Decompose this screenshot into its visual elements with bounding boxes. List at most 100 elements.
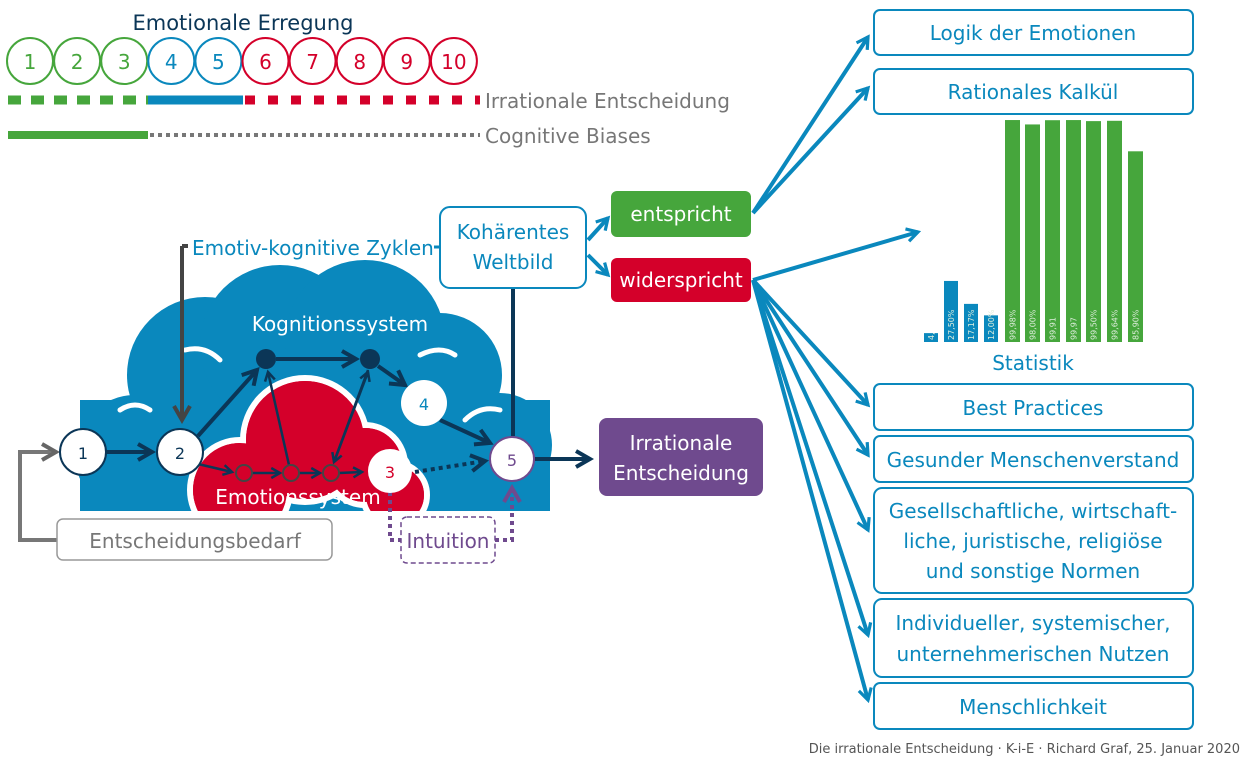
svg-text:1: 1: [24, 50, 37, 74]
svg-text:5: 5: [212, 50, 225, 74]
rational-box: [873, 68, 1194, 115]
cognition-node: [360, 349, 380, 369]
svg-text:3: 3: [385, 463, 395, 482]
fan-arrows: [751, 34, 922, 704]
norms-label: liche, juristische, religiöse: [903, 529, 1162, 553]
statistics-chart: 4, 27,50% 17,17% 12,00% 99,98% 98,00% 99,91 99,…: [924, 120, 1143, 343]
svg-text:1: 1: [78, 444, 88, 463]
benefit-label: Individueller, systemischer,: [895, 611, 1170, 635]
svg-text:7: 7: [306, 50, 319, 74]
svg-text:2: 2: [175, 444, 185, 463]
level-7: 7: [288, 37, 337, 85]
level-5: 5: [194, 37, 243, 85]
node-4: 4: [401, 380, 447, 426]
cycles-label: Emotiv-kognitive Zyklen: [192, 236, 434, 260]
level-9: 9: [382, 37, 431, 85]
bar: [964, 303, 978, 342]
bar: [1066, 120, 1081, 343]
norms-label: und sonstige Normen: [926, 559, 1140, 583]
level-2: 2: [53, 37, 102, 85]
bar-label: 99,98%: [1009, 309, 1018, 340]
node-3: 3: [368, 449, 412, 493]
bar-label: 99,50%: [1090, 309, 1099, 340]
bar-label: 99,64%: [1111, 309, 1120, 340]
svg-text:6: 6: [259, 50, 272, 74]
logic-box: [873, 9, 1194, 56]
level-1: 1: [6, 37, 54, 85]
statistics-label: Statistik: [992, 351, 1074, 375]
bar: [1045, 120, 1060, 342]
level-8: 8: [335, 37, 384, 85]
bar-label: 99,97: [1070, 317, 1079, 340]
need-label: Entscheidungsbedarf: [89, 529, 301, 553]
svg-text:4: 4: [165, 50, 178, 74]
bar-label: 27,50%: [947, 309, 956, 340]
norms-label: Gesellschaftliche, wirtschaft-: [889, 499, 1177, 523]
norms-box: [873, 487, 1194, 594]
bar-label: 17,17%: [967, 309, 976, 340]
rational-label: Rationales Kalkül: [948, 80, 1119, 104]
level-3: 3: [100, 37, 149, 85]
flow-arrows: [106, 289, 595, 469]
bar: [1086, 121, 1101, 342]
bar: [1005, 120, 1020, 342]
arousal-levels: 1 2 3 4 5 6 7 8 9 10: [6, 37, 478, 85]
contradicts-label: widerspricht: [619, 268, 743, 292]
level-6: 6: [241, 37, 290, 85]
level-10: 10: [429, 37, 478, 85]
svg-text:10: 10: [441, 50, 466, 74]
common-sense-label: Gesunder Menschenverstand: [887, 448, 1180, 472]
cognition-label: Kognitionssystem: [252, 312, 428, 336]
footer: Die irrationale Entscheidung · K-i-E · R…: [809, 742, 1240, 757]
humanity-box: [873, 682, 1194, 730]
bar-label: 4,: [927, 332, 936, 340]
bar-label: 98,00%: [1029, 309, 1038, 340]
contradicts-box: [611, 258, 751, 302]
common-sense-box: [873, 435, 1194, 483]
bar: [1025, 124, 1040, 342]
emotion-nodes: [235, 464, 340, 482]
worldview-label: Weltbild: [473, 250, 554, 274]
benefit-box: [873, 598, 1194, 678]
decision-label: Irrationale: [630, 431, 733, 455]
irrational-label: Irrationale Entscheidung: [485, 89, 730, 113]
intuition-shortcut: [414, 453, 489, 474]
matches-box: [611, 191, 751, 237]
bar: [1128, 151, 1143, 342]
level-4: 4: [147, 37, 196, 85]
biases-label: Cognitive Biases: [485, 124, 651, 148]
cognition-node: [256, 349, 276, 369]
svg-text:3: 3: [118, 50, 131, 74]
best-practices-box: [873, 383, 1194, 431]
intuition-label: Intuition: [407, 529, 490, 553]
bar: [944, 280, 958, 342]
decision-label: Entscheidung: [613, 461, 749, 485]
humanity-label: Menschlichkeit: [959, 695, 1107, 719]
node-5: 5: [489, 436, 535, 482]
emotion-label: Emotionssystem: [215, 485, 380, 509]
svg-text:2: 2: [71, 50, 84, 74]
benefit-label: unternehmerischen Nutzen: [897, 642, 1170, 666]
decision-box: [599, 418, 763, 496]
svg-text:9: 9: [400, 50, 413, 74]
svg-text:4: 4: [419, 395, 429, 414]
scale-title: Emotionale Erregung: [132, 11, 353, 35]
bar-label: 85,90%: [1132, 309, 1141, 340]
svg-text:8: 8: [353, 50, 366, 74]
matches-label: entspricht: [630, 202, 731, 226]
worldview-box: [439, 206, 587, 289]
bar: [1107, 120, 1122, 343]
logic-label: Logik der Emotionen: [930, 21, 1136, 45]
bar-label: 99,91: [1049, 317, 1058, 340]
intuition-box: [400, 516, 496, 564]
feedback-arrow: [18, 442, 61, 542]
need-box: [56, 518, 333, 561]
node-2: 2: [156, 428, 204, 476]
bar-label: 12,00%: [987, 309, 996, 340]
best-practices-label: Best Practices: [963, 396, 1104, 420]
bar: [924, 333, 938, 342]
bar: [984, 315, 998, 342]
worldview-label: Kohärentes: [457, 220, 570, 244]
node-1: 1: [59, 428, 107, 476]
